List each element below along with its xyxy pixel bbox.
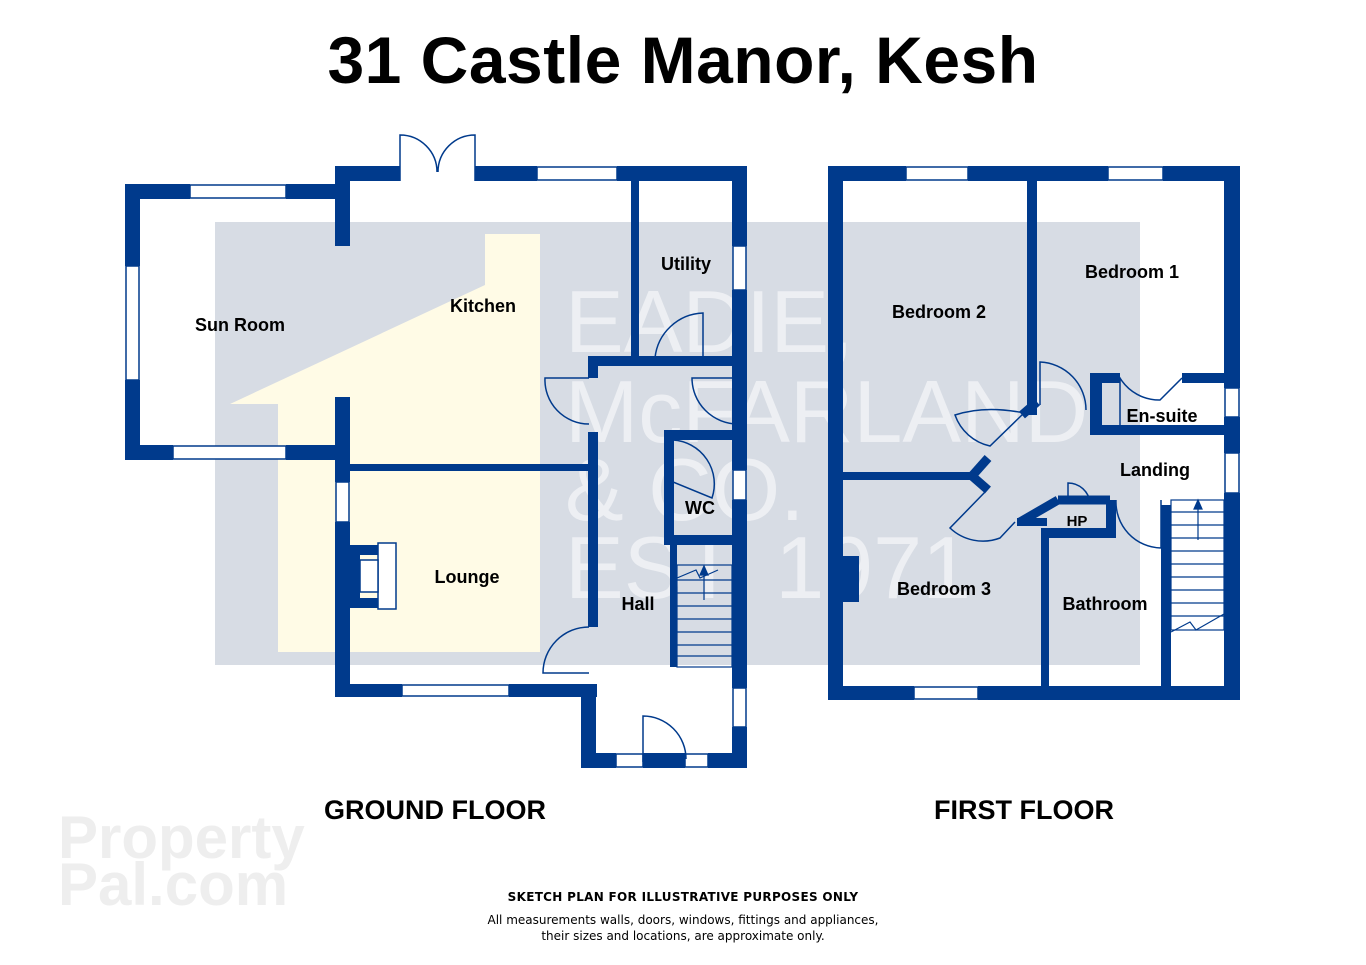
label-wc: WC [685, 498, 715, 518]
label-bathroom: Bathroom [1063, 594, 1148, 614]
propertypal-line-1: Property [58, 804, 305, 871]
disclaimer-body: All measurements walls, doors, windows, … [487, 913, 879, 943]
disclaimer: SKETCH PLAN FOR ILLUSTRATIVE PURPOSES ON… [0, 890, 1366, 944]
first-floor-stairs [1170, 498, 1225, 633]
highlight-area [230, 234, 540, 652]
ground-floor-windows [125, 166, 747, 768]
agency-watermark: EADIE, McFARLAND & CO. EST. 1971 [565, 272, 1088, 617]
label-bedroom-1: Bedroom 1 [1085, 262, 1179, 282]
first-floor-doors [948, 361, 1183, 549]
ground-floor-stairs [676, 564, 733, 668]
disclaimer-heading: SKETCH PLAN FOR ILLUSTRATIVE PURPOSES ON… [507, 890, 859, 904]
label-bedroom-2: Bedroom 2 [892, 302, 986, 322]
fireplace [359, 542, 397, 610]
ground-floor-label: GROUND FLOOR [324, 795, 546, 825]
page-title: 31 Castle Manor, Kesh [327, 23, 1039, 97]
first-floor-label: FIRST FLOOR [934, 795, 1114, 825]
watermark-line-2: McFARLAND [565, 362, 1088, 461]
first-floor-windows [905, 166, 1240, 700]
label-sun-room: Sun Room [195, 315, 285, 335]
first-floor-walls [828, 166, 1240, 700]
label-bedroom-3: Bedroom 3 [897, 579, 991, 599]
ground-floor-walls [125, 166, 747, 768]
propertypal-logo: Property Pal.com [58, 804, 305, 918]
landing-angled-walls [968, 398, 1110, 526]
watermark-line-4: EST. 1971 [565, 518, 971, 617]
label-lounge: Lounge [435, 567, 500, 587]
watermark-line-3: & CO. [565, 440, 805, 539]
label-en-suite: En-suite [1126, 406, 1197, 426]
label-landing: Landing [1120, 460, 1190, 480]
label-utility: Utility [661, 254, 711, 274]
ground-floor-doors [399, 134, 739, 762]
label-hall: Hall [621, 594, 654, 614]
watermark-line-1: EADIE, [565, 272, 854, 371]
label-kitchen: Kitchen [450, 296, 516, 316]
label-hp: HP [1067, 513, 1088, 530]
propertypal-line-2: Pal.com [58, 851, 288, 918]
